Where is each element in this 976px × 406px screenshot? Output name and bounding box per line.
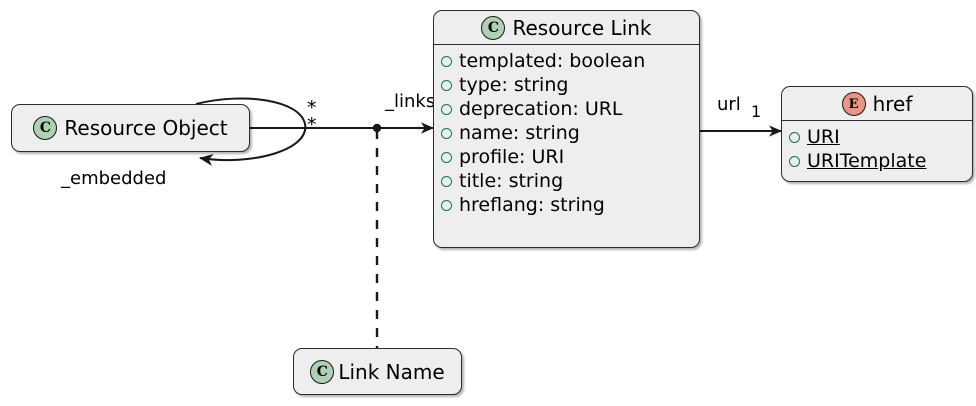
enum-title-href: href — [872, 92, 913, 116]
enum-box-href[interactable]: E href URI URITemplate — [781, 86, 973, 182]
class-header-resource-object: C Resource Object — [12, 105, 249, 144]
class-title-resource-link: Resource Link — [512, 16, 652, 40]
multiplicity-embedded-star: * — [307, 97, 317, 119]
attribute-label: profile: URI — [459, 145, 565, 168]
attribute-row[interactable]: type: string — [441, 73, 690, 97]
class-title-resource-object: Resource Object — [64, 116, 228, 140]
enum-constant-row[interactable]: URITemplate — [789, 149, 963, 173]
attribute-label: templated: boolean — [459, 49, 646, 72]
public-attribute-icon — [441, 127, 452, 139]
public-attribute-icon — [441, 103, 452, 115]
enum-icon: E — [841, 92, 866, 116]
enum-constant-row[interactable]: URI — [789, 125, 963, 149]
constant-list-href: URI URITemplate — [782, 121, 972, 178]
attribute-row[interactable]: deprecation: URL — [441, 97, 690, 121]
attribute-label: type: string — [459, 73, 569, 96]
attribute-row[interactable]: hreflang: string — [441, 193, 690, 217]
class-box-link-name[interactable]: C Link Name — [293, 348, 462, 395]
attribute-row[interactable]: profile: URI — [441, 145, 690, 169]
class-icon-letter: C — [316, 364, 328, 380]
enum-divider — [782, 120, 972, 121]
attribute-row[interactable]: name: string — [441, 121, 690, 145]
attribute-label: hreflang: string — [459, 193, 605, 216]
class-icon-letter: C — [487, 20, 500, 36]
class-icon: C — [310, 360, 335, 384]
multiplicity-links-star: * — [307, 114, 317, 136]
attribute-list-resource-link: templated: boolean type: string deprecat… — [434, 45, 699, 222]
public-attribute-icon — [441, 151, 452, 163]
class-header-link-name: C Link Name — [294, 349, 461, 388]
enum-constant-label: URITemplate — [807, 149, 927, 172]
edge-embedded-self-loop — [195, 97, 307, 166]
class-icon: C — [481, 16, 506, 40]
multiplicity-url-one: 1 — [751, 102, 762, 121]
class-box-resource-link[interactable]: C Resource Link templated: boolean type:… — [433, 10, 700, 248]
attribute-row[interactable]: templated: boolean — [441, 49, 690, 73]
class-icon: C — [33, 116, 58, 140]
attribute-row[interactable]: title: string — [441, 169, 690, 193]
class-icon-letter: C — [39, 120, 51, 136]
class-box-resource-object[interactable]: C Resource Object — [11, 104, 250, 152]
class-header-resource-link: C Resource Link — [434, 11, 699, 44]
class-title-link-name: Link Name — [338, 360, 445, 384]
enum-constant-icon — [789, 131, 800, 143]
attribute-label: name: string — [459, 121, 580, 144]
public-attribute-icon — [441, 55, 452, 67]
edge-links-association — [250, 122, 434, 134]
enum-constant-icon — [789, 155, 800, 167]
edge-label-url: url — [717, 94, 741, 115]
public-attribute-icon — [441, 79, 452, 91]
public-attribute-icon — [441, 175, 452, 187]
edge-label-links: _links — [385, 91, 436, 112]
enum-header-href: E href — [782, 87, 972, 120]
association-junction-dot — [372, 123, 382, 133]
attribute-label: title: string — [459, 169, 564, 192]
class-divider — [434, 44, 699, 45]
attribute-label: deprecation: URL — [459, 97, 623, 120]
edge-label-embedded: _embedded — [61, 168, 167, 189]
enum-icon-letter: E — [848, 96, 859, 112]
enum-constant-label: URI — [807, 125, 840, 148]
public-attribute-icon — [441, 199, 452, 211]
